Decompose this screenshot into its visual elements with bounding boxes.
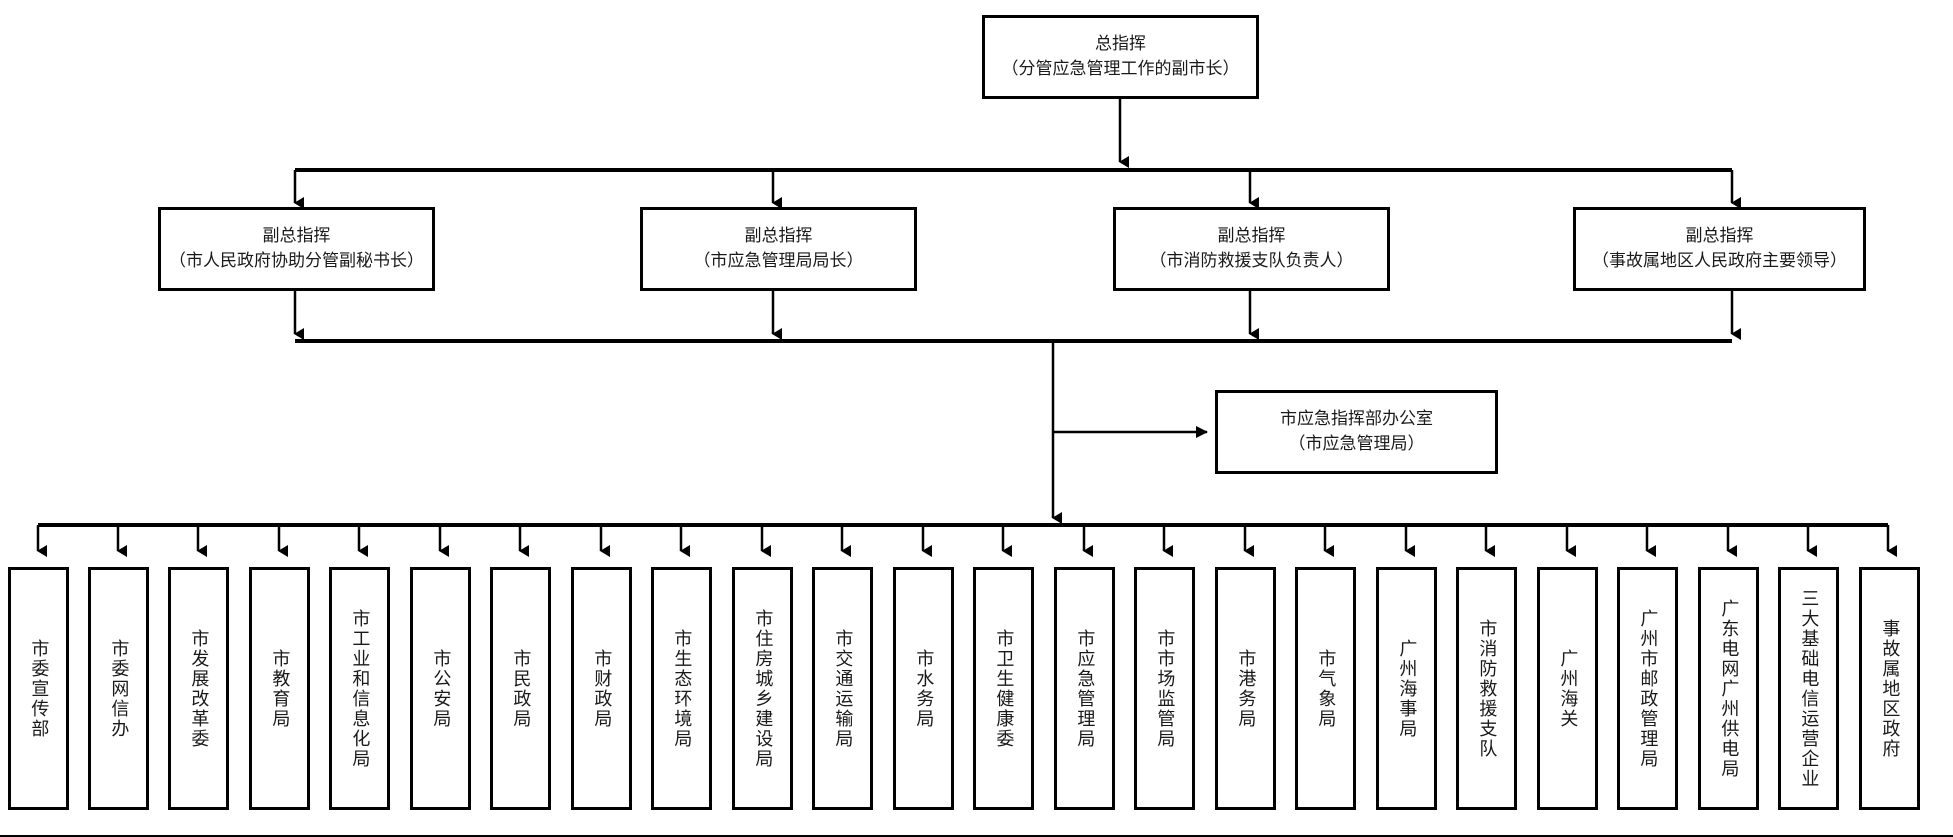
node-member-16-label: 市港务局 (1235, 648, 1257, 729)
node-member-2-label: 市委网信办 (108, 638, 130, 739)
node-member-22[interactable]: 广东电网广州供电局 (1698, 567, 1759, 810)
node-office[interactable]: 市应急指挥部办公室 （市应急管理局） (1215, 390, 1498, 474)
node-member-18-label: 广州海事局 (1396, 638, 1418, 739)
node-member-16[interactable]: 市港务局 (1215, 567, 1276, 810)
node-member-6-label: 市公安局 (430, 648, 452, 729)
node-member-24[interactable]: 事故属地区政府 (1859, 567, 1920, 810)
node-deputy-1[interactable]: 副总指挥 （市人民政府协助分管副秘书长） (158, 207, 435, 291)
node-member-4[interactable]: 市教育局 (249, 567, 310, 810)
node-member-5-label: 市工业和信息化局 (349, 608, 371, 769)
node-member-21-label: 广州市邮政管理局 (1637, 608, 1659, 769)
node-member-13[interactable]: 市卫生健康委 (973, 567, 1034, 810)
node-member-1[interactable]: 市委宣传部 (8, 567, 69, 810)
node-office-line1: 市应急指挥部办公室 (1280, 409, 1433, 430)
node-member-21[interactable]: 广州市邮政管理局 (1617, 567, 1678, 810)
node-member-14[interactable]: 市应急管理局 (1054, 567, 1115, 810)
node-member-14-label: 市应急管理局 (1074, 628, 1096, 749)
node-member-13-label: 市卫生健康委 (993, 628, 1015, 749)
node-member-20[interactable]: 广州海关 (1537, 567, 1598, 810)
node-commander-line1: 总指挥 (1095, 34, 1146, 55)
node-deputy-2[interactable]: 副总指挥 （市应急管理局局长） (640, 207, 917, 291)
node-deputy-3-line1: 副总指挥 (1217, 226, 1286, 247)
node-member-7[interactable]: 市民政局 (490, 567, 551, 810)
node-member-17-label: 市气象局 (1315, 648, 1337, 729)
node-member-23[interactable]: 三大基础电信运营企业 (1778, 567, 1839, 810)
node-member-8[interactable]: 市财政局 (571, 567, 632, 810)
node-member-10[interactable]: 市住房城乡建设局 (732, 567, 793, 810)
node-deputy-4-line1: 副总指挥 (1685, 226, 1754, 247)
node-deputy-1-line1: 副总指挥 (262, 226, 331, 247)
node-commander[interactable]: 总指挥 （分管应急管理工作的副市长） (982, 15, 1259, 99)
node-member-18[interactable]: 广州海事局 (1376, 567, 1437, 810)
node-deputy-3-line2: （市消防救援支队负责人） (1149, 251, 1354, 271)
node-member-19-label: 市消防救援支队 (1476, 618, 1498, 759)
node-member-19[interactable]: 市消防救援支队 (1456, 567, 1517, 810)
node-member-5[interactable]: 市工业和信息化局 (329, 567, 390, 810)
node-member-7-label: 市民政局 (510, 648, 532, 729)
node-member-12-label: 市水务局 (913, 648, 935, 729)
node-member-20-label: 广州海关 (1557, 648, 1579, 729)
node-deputy-1-line2: （市人民政府协助分管副秘书长） (169, 251, 424, 271)
node-member-15-label: 市市场监管局 (1154, 628, 1176, 749)
node-deputy-3[interactable]: 副总指挥 （市消防救援支队负责人） (1113, 207, 1390, 291)
node-deputy-4[interactable]: 副总指挥 （事故属地区人民政府主要领导） (1573, 207, 1866, 291)
node-member-17[interactable]: 市气象局 (1295, 567, 1356, 810)
node-deputy-2-line2: （市应急管理局局长） (693, 251, 864, 271)
node-member-11[interactable]: 市交通运输局 (812, 567, 873, 810)
node-office-line2: （市应急管理局） (1288, 434, 1425, 454)
node-member-9[interactable]: 市生态环境局 (651, 567, 712, 810)
node-member-3-label: 市发展改革委 (188, 628, 210, 749)
page-bottom-rule (0, 835, 1953, 837)
node-member-11-label: 市交通运输局 (832, 628, 854, 749)
node-member-9-label: 市生态环境局 (671, 628, 693, 749)
node-member-15[interactable]: 市市场监管局 (1134, 567, 1195, 810)
node-commander-line2: （分管应急管理工作的副市长） (1001, 59, 1240, 79)
node-member-1-label: 市委宣传部 (28, 638, 50, 739)
node-member-3[interactable]: 市发展改革委 (168, 567, 229, 810)
node-deputy-2-line1: 副总指挥 (744, 226, 813, 247)
node-member-6[interactable]: 市公安局 (410, 567, 471, 810)
node-member-22-label: 广东电网广州供电局 (1718, 598, 1740, 779)
node-member-23-label: 三大基础电信运营企业 (1798, 588, 1820, 789)
node-member-10-label: 市住房城乡建设局 (752, 608, 774, 769)
node-member-2[interactable]: 市委网信办 (88, 567, 149, 810)
node-member-8-label: 市财政局 (591, 648, 613, 729)
member-drop-lines (36, 525, 1897, 557)
node-member-4-label: 市教育局 (269, 648, 291, 729)
node-deputy-4-line2: （事故属地区人民政府主要领导） (1592, 251, 1847, 271)
node-member-12[interactable]: 市水务局 (893, 567, 954, 810)
node-member-24-label: 事故属地区政府 (1879, 618, 1901, 759)
